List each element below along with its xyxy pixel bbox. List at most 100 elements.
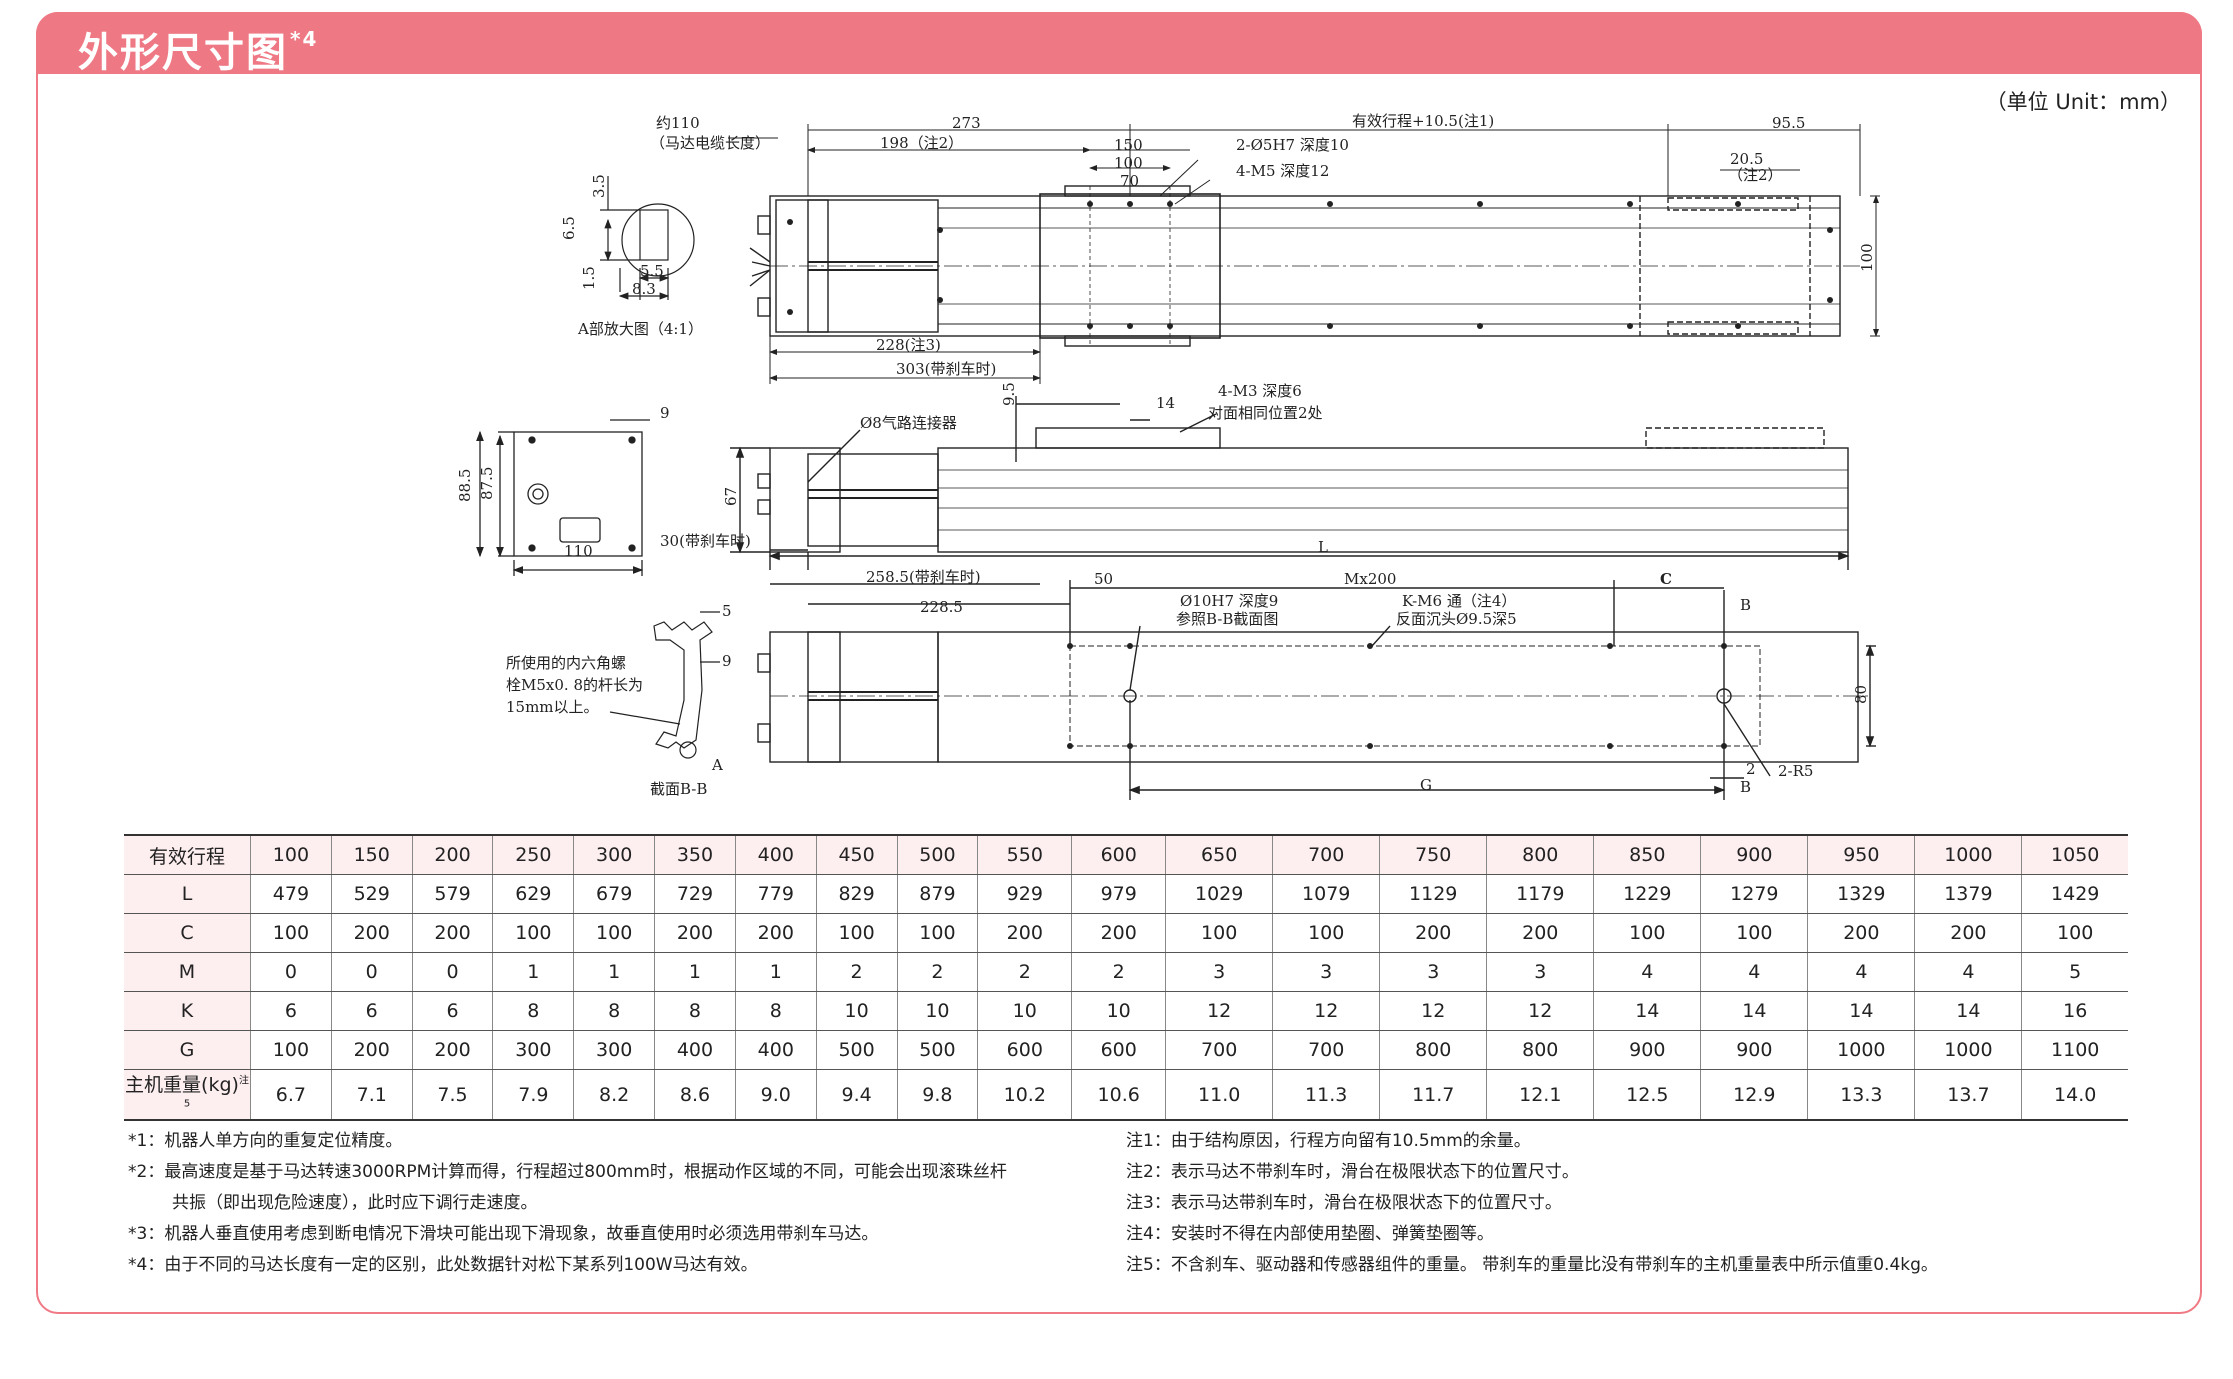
table-cell: 13.3 — [1807, 1069, 1915, 1121]
table-cell: 800 — [1486, 834, 1594, 875]
table-cell: 13.7 — [1914, 1069, 2022, 1121]
dim-67: 67 — [722, 487, 740, 506]
dim-198: 198（注2） — [880, 134, 963, 152]
dim-cable-length: 约110 — [656, 114, 700, 132]
row-label-note: 注5 — [183, 1075, 249, 1110]
table-cell: 100 — [250, 1030, 332, 1070]
table-cell: 11.3 — [1272, 1069, 1380, 1121]
dim-110: 110 — [564, 542, 593, 560]
dim-mx200: Mx200 — [1344, 570, 1396, 588]
table-cell: 350 — [654, 834, 736, 875]
table-cell: 200 — [1807, 913, 1915, 953]
table-cell: 400 — [734, 834, 817, 875]
table-cell: 14 — [1807, 991, 1915, 1031]
table-cell: 8 — [492, 991, 574, 1031]
dim-b-bottom: B — [1740, 778, 1751, 796]
section-b-b — [609, 611, 720, 759]
note-5: 注5：不含刹车、驱动器和传感器组件的重量。 带刹车的重量比没有带刹车的主机重量表… — [1126, 1255, 1938, 1275]
table-cell: 5 — [2021, 952, 2128, 992]
bolt-note-2: 栓M5x0. 8的杆长为 — [506, 676, 643, 694]
note-star-4: *4：由于不同的马达长度有一定的区别，此处数据针对松下某系列100W马达有效。 — [128, 1255, 758, 1275]
table-cell: 479 — [250, 874, 332, 914]
table-cell: 3 — [1272, 952, 1380, 992]
table-cell: 1229 — [1593, 874, 1701, 914]
hole-10-label: Ø10H7 深度9 — [1180, 592, 1278, 610]
table-cell: 100 — [250, 834, 332, 875]
table-cell: 0 — [250, 952, 332, 992]
unit-label: （单位 Unit：mm） — [1985, 90, 2181, 114]
dim-c: C — [1660, 570, 1672, 588]
title-note: *4 — [290, 26, 319, 51]
table-cell: 14 — [1914, 991, 2022, 1031]
bottom-view-labels: 258.5(带刹车时) 228.5 50 Mx200 C B Ø10H7 深度9… — [866, 568, 1870, 796]
dim-95-5: 95.5 — [1772, 114, 1805, 132]
row-label-text: 主机重量(kg) — [125, 1074, 239, 1096]
bolt-note-1: 所使用的内六角螺 — [506, 654, 626, 672]
top-view — [749, 185, 1860, 347]
end-view — [476, 419, 650, 576]
table-cell: 1179 — [1486, 874, 1594, 914]
table-cell: 1129 — [1379, 874, 1487, 914]
table-cell: 3 — [1486, 952, 1594, 992]
dim-sec-5: 5 — [722, 602, 732, 620]
table-cell: 400 — [734, 1030, 817, 1070]
table-cell: 700 — [1272, 834, 1380, 875]
table-cell: 879 — [896, 874, 978, 914]
notes-right: 注1：由于结构原因，行程方向留有10.5mm的余量。 注2：表示马达不带刹车时，… — [1126, 1126, 2186, 1281]
top-view-labels: 约110 （马达电缆长度） 273 有效行程+10.5(注1) 95.5 198… — [650, 112, 1876, 378]
section-header: 外形尺寸图*4 — [36, 12, 2202, 76]
table-cell: 11.0 — [1165, 1069, 1273, 1121]
table-cell: 8.6 — [654, 1069, 736, 1121]
table-cell: 100 — [1593, 913, 1701, 953]
table-cell: 0 — [330, 952, 413, 992]
table-cell: 200 — [1486, 913, 1594, 953]
table-cell: 8.2 — [573, 1069, 655, 1121]
k-m6-sub: 反面沉头Ø9.5深5 — [1396, 610, 1517, 628]
table-cell: 4 — [1914, 952, 2022, 992]
table-cell: 729 — [654, 874, 736, 914]
table-cell: 100 — [250, 913, 332, 953]
row-label: K — [124, 991, 251, 1031]
m3-note: 对面相同位置2处 — [1208, 404, 1323, 422]
table-cell: 200 — [654, 913, 736, 953]
dim-sec-9: 9 — [722, 652, 732, 670]
table-cell: 200 — [1914, 913, 2022, 953]
table-cell: 1 — [573, 952, 655, 992]
table-cell: 200 — [411, 913, 493, 953]
dim-150: 150 — [1114, 136, 1143, 154]
page-title: 外形尺寸图*4 — [78, 20, 318, 78]
table-cell: 629 — [492, 874, 574, 914]
dim-L: L — [1318, 538, 1328, 556]
detail-a — [600, 176, 695, 300]
table-cell: 600 — [977, 1030, 1072, 1070]
dim-228-5: 228.5 — [920, 598, 963, 616]
table-cell: 100 — [815, 913, 897, 953]
dim-height-100: 100 — [1858, 243, 1876, 272]
table-cell: 12.1 — [1486, 1069, 1594, 1121]
table-cell: 579 — [411, 874, 493, 914]
dim-14: 14 — [1156, 394, 1175, 412]
table-cell: 200 — [734, 913, 817, 953]
table-cell: 9.0 — [734, 1069, 817, 1121]
dim-228: 228(注3) — [876, 336, 941, 354]
table-cell: 6.7 — [250, 1069, 332, 1121]
table-cell: 1279 — [1700, 874, 1808, 914]
dim-87-5: 87.5 — [478, 467, 496, 500]
side-view-labels: 9.5 14 4-M3 深度6 对面相同位置2处 Ø8气路连接器 67 30(带… — [660, 382, 1328, 556]
table-cell: 1000 — [1914, 834, 2022, 875]
table-cell: 10 — [815, 991, 897, 1031]
table-cell: 3 — [1379, 952, 1487, 992]
table-cell: 1079 — [1272, 874, 1380, 914]
row-label: L — [124, 874, 251, 914]
dim-20-5: 20.5 — [1730, 150, 1763, 168]
table-cell: 12 — [1272, 991, 1380, 1031]
table-cell: 16 — [2021, 991, 2128, 1031]
table-cell: 2 — [896, 952, 978, 992]
dim-cable-length-note: （马达电缆长度） — [650, 134, 770, 152]
table-cell: 7.1 — [330, 1069, 413, 1121]
table-cell: 900 — [1593, 1030, 1701, 1070]
table-cell: 529 — [330, 874, 413, 914]
table-cell: 829 — [815, 874, 897, 914]
table-cell: 750 — [1379, 834, 1487, 875]
